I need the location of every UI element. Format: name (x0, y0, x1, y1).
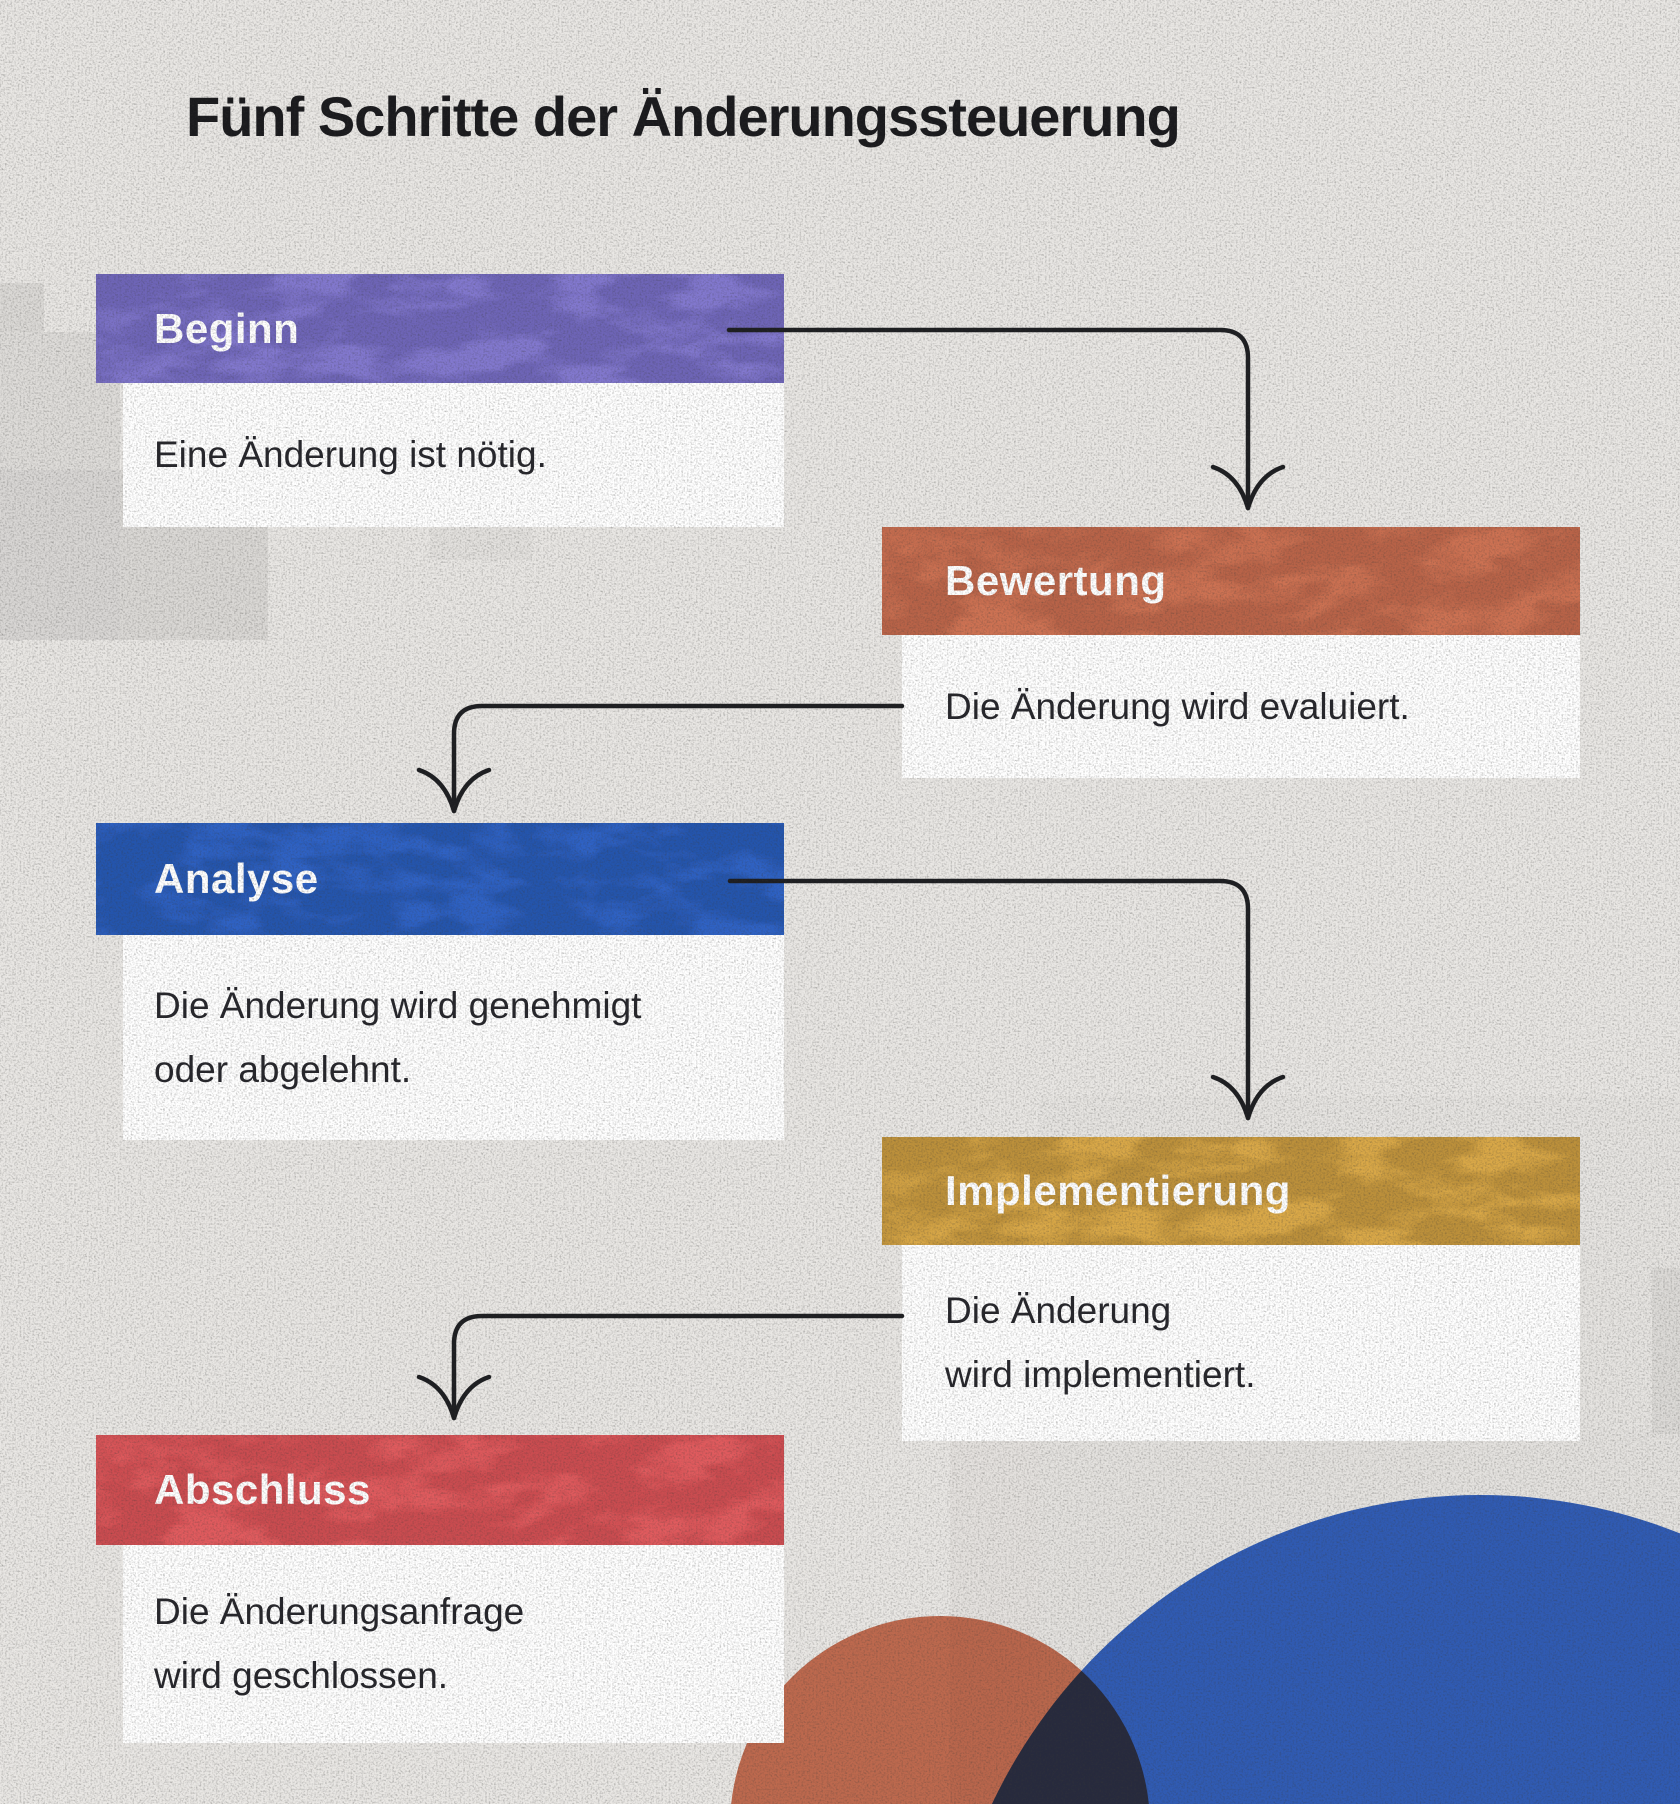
bg-patch (1652, 1268, 1680, 1434)
step-label-beginn: Beginn (154, 304, 300, 352)
step-header-abschluss: Abschluss (96, 1435, 784, 1545)
step-body-abschluss: Die Änderungsanfrage wird geschlossen. (123, 1545, 784, 1743)
step-description-line: Die Änderungsanfrage (154, 1591, 525, 1632)
arrowhead-implementierung-to-abschluss (416, 1374, 492, 1421)
step-body-beginn: Eine Änderung ist nötig. (123, 383, 784, 527)
arrowhead-bewertung-to-analyse (416, 767, 492, 814)
arrowhead-beginn-to-bewertung (1210, 464, 1286, 511)
step-description-line: Die Änderung wird evaluiert. (945, 685, 1410, 727)
arrow-implementierung-to-abschluss (451, 1313, 905, 1421)
arrow-analyse-to-implementierung (727, 878, 1251, 1121)
step-label-analyse: Analyse (154, 855, 319, 902)
step-header-beginn: Beginn (96, 274, 784, 383)
step-label-abschluss: Abschluss (154, 1466, 371, 1513)
step-header-implementierung: Implementierung (882, 1137, 1580, 1245)
step-header-analyse: Analyse (96, 823, 784, 935)
step-body-implementierung: Die Änderung wird implementiert. (902, 1245, 1580, 1441)
step-description-line: Die Änderung wird genehmigt (154, 984, 642, 1026)
step-description-line: Die Änderung (945, 1290, 1172, 1331)
step-header-bewertung: Bewertung (882, 527, 1580, 635)
step-label-implementierung: Implementierung (945, 1167, 1291, 1214)
page-title: Fünf Schritte der Änderungssteuerung (186, 85, 1181, 148)
step-description-line: oder abgelehnt. (154, 1048, 412, 1090)
step-body-bewertung: Die Änderung wird evaluiert. (902, 635, 1580, 778)
step-description-line: wird geschlossen. (154, 1655, 449, 1696)
step-description-line: wird implementiert. (945, 1354, 1256, 1395)
arrow-beginn-to-bewertung (726, 327, 1251, 511)
step-description-line: Eine Änderung ist nötig. (154, 434, 547, 475)
step-body-analyse: Die Änderung wird genehmigt oder abgeleh… (123, 935, 784, 1140)
arrow-bewertung-to-analyse (451, 703, 905, 814)
step-label-bewertung: Bewertung (945, 557, 1167, 604)
